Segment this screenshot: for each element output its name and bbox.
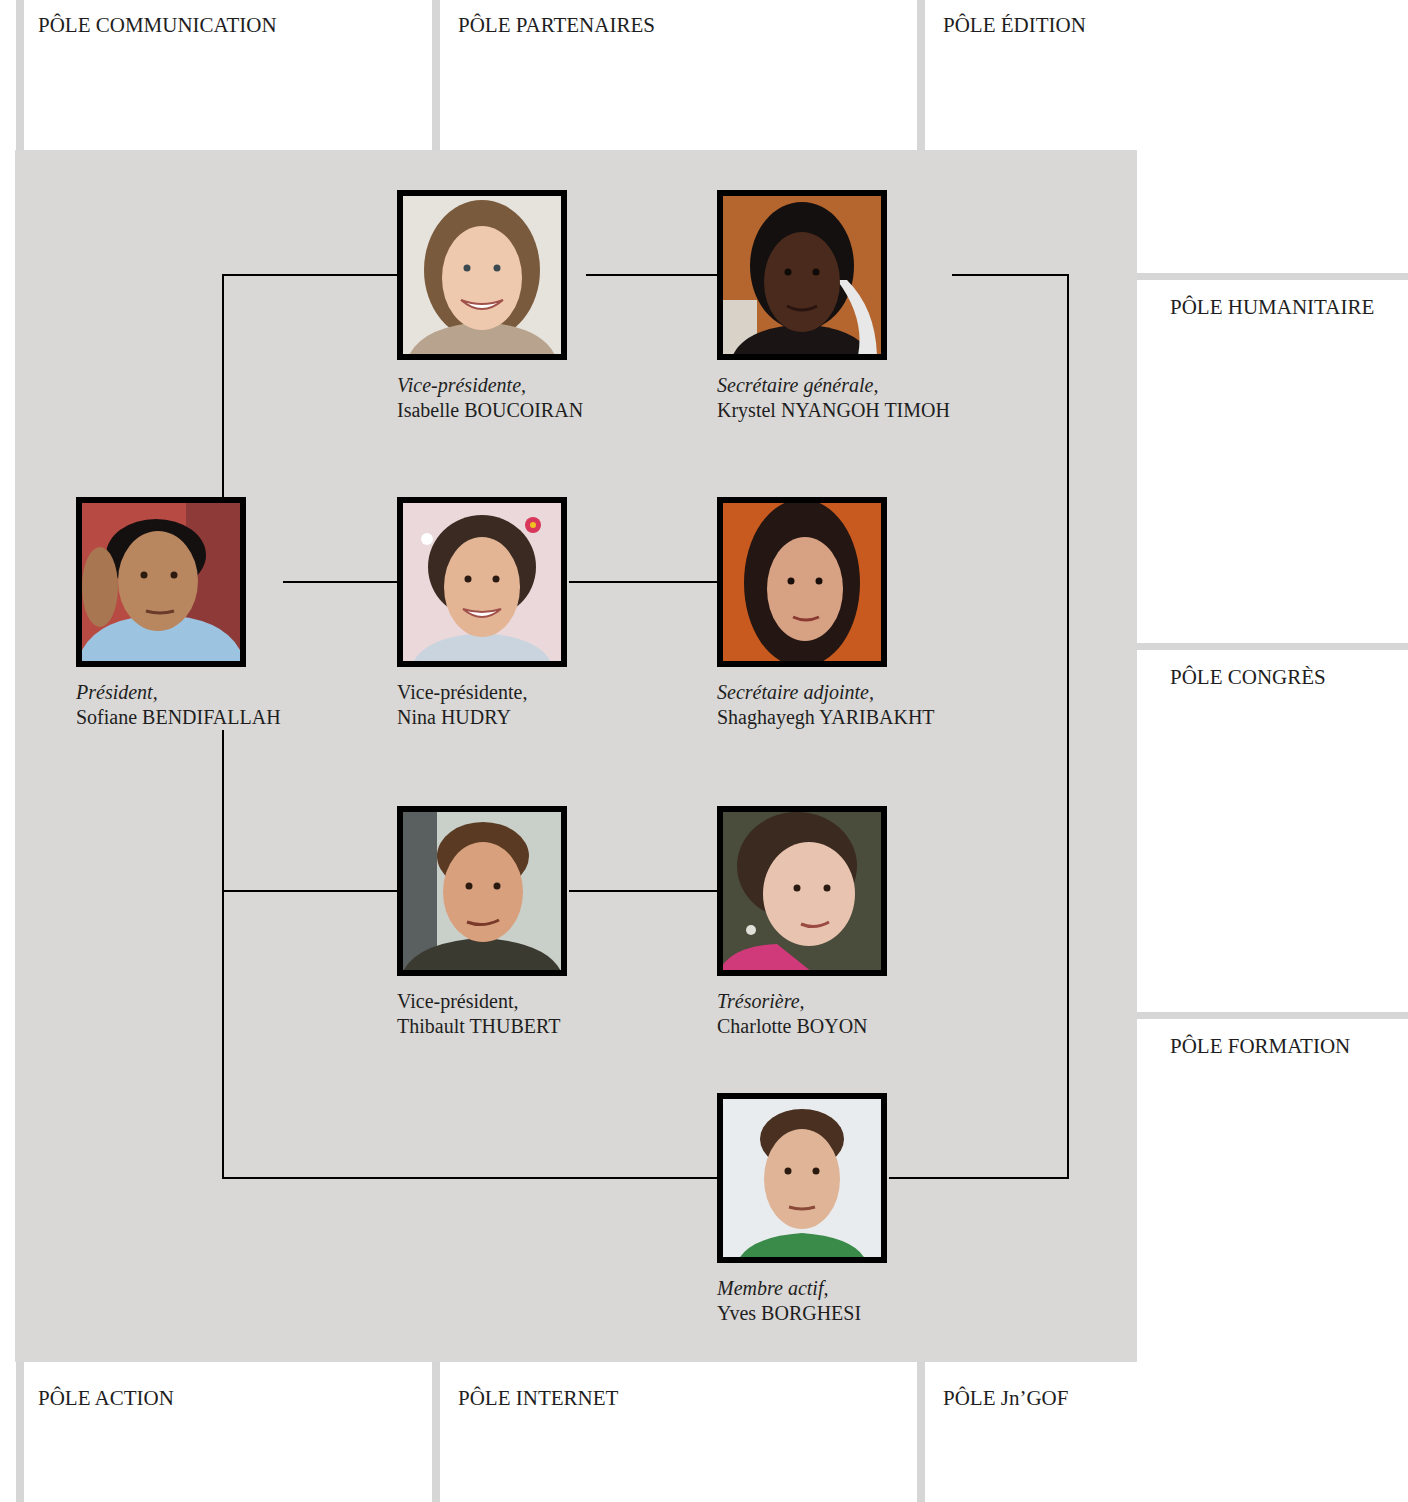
pole-label: PÔLE CONGRÈS xyxy=(1170,664,1326,690)
member-name: Thibault THUBERT xyxy=(397,1014,569,1039)
member-card: Vice-président,Thibault THUBERT xyxy=(397,806,569,1039)
role-title: Trésorière, xyxy=(717,989,889,1014)
member-card: Vice-présidente,Nina HUDRY xyxy=(397,497,569,730)
member-card: Président,Sofiane BENDIFALLAH xyxy=(76,497,283,730)
portrait-photo xyxy=(397,497,567,667)
org-connector xyxy=(569,581,717,583)
role-title: Vice-présidente, xyxy=(397,680,569,705)
member-name: Krystel NYANGOH TIMOH xyxy=(717,398,952,423)
member-name: Charlotte BOYON xyxy=(717,1014,889,1039)
role-title: Membre actif, xyxy=(717,1276,889,1301)
pole-label: PÔLE Jn’GOF xyxy=(943,1385,1068,1411)
portrait-photo xyxy=(397,190,567,360)
org-connector xyxy=(223,730,717,1178)
member-card: Secrétaire générale,Krystel NYANGOH TIMO… xyxy=(717,190,952,423)
portrait-photo xyxy=(717,190,887,360)
org-connector xyxy=(223,730,397,891)
org-connector xyxy=(569,890,717,892)
member-name: Sofiane BENDIFALLAH xyxy=(76,705,283,730)
member-card: Trésorière,Charlotte BOYON xyxy=(717,806,889,1039)
role-title: Secrétaire générale, xyxy=(717,373,952,398)
org-connector xyxy=(223,275,397,497)
role-title: Vice-présidente, xyxy=(397,373,586,398)
portrait-photo xyxy=(76,497,246,667)
pole-label: PÔLE COMMUNICATION xyxy=(38,12,277,38)
role-title: Secrétaire adjointe, xyxy=(717,680,937,705)
central-panel xyxy=(15,150,1137,1362)
portrait-photo xyxy=(397,806,567,976)
org-connector xyxy=(283,581,397,583)
member-name: Isabelle BOUCOIRAN xyxy=(397,398,586,423)
portrait-photo xyxy=(717,1093,887,1263)
member-name: Nina HUDRY xyxy=(397,705,569,730)
portrait-photo xyxy=(717,806,887,976)
pole-label: PÔLE FORMATION xyxy=(1170,1033,1350,1059)
org-connector xyxy=(586,274,717,276)
pole-label: PÔLE ACTION xyxy=(38,1385,174,1411)
portrait-photo xyxy=(717,497,887,667)
member-name: Yves BORGHESI xyxy=(717,1301,889,1326)
member-card: Secrétaire adjointe,Shaghayegh YARIBAKHT xyxy=(717,497,937,730)
separator-bars xyxy=(16,0,1408,1502)
member-card: Vice-présidente,Isabelle BOUCOIRAN xyxy=(397,190,586,423)
member-card: Membre actif,Yves BORGHESI xyxy=(717,1093,889,1326)
member-name: Shaghayegh YARIBAKHT xyxy=(717,705,937,730)
role-title: Vice-président, xyxy=(397,989,569,1014)
pole-label: PÔLE INTERNET xyxy=(458,1385,618,1411)
role-title: Président, xyxy=(76,680,283,705)
pole-label: PÔLE ÉDITION xyxy=(943,12,1086,38)
pole-label: PÔLE PARTENAIRES xyxy=(458,12,655,38)
pole-label: PÔLE HUMANITAIRE xyxy=(1170,294,1374,320)
